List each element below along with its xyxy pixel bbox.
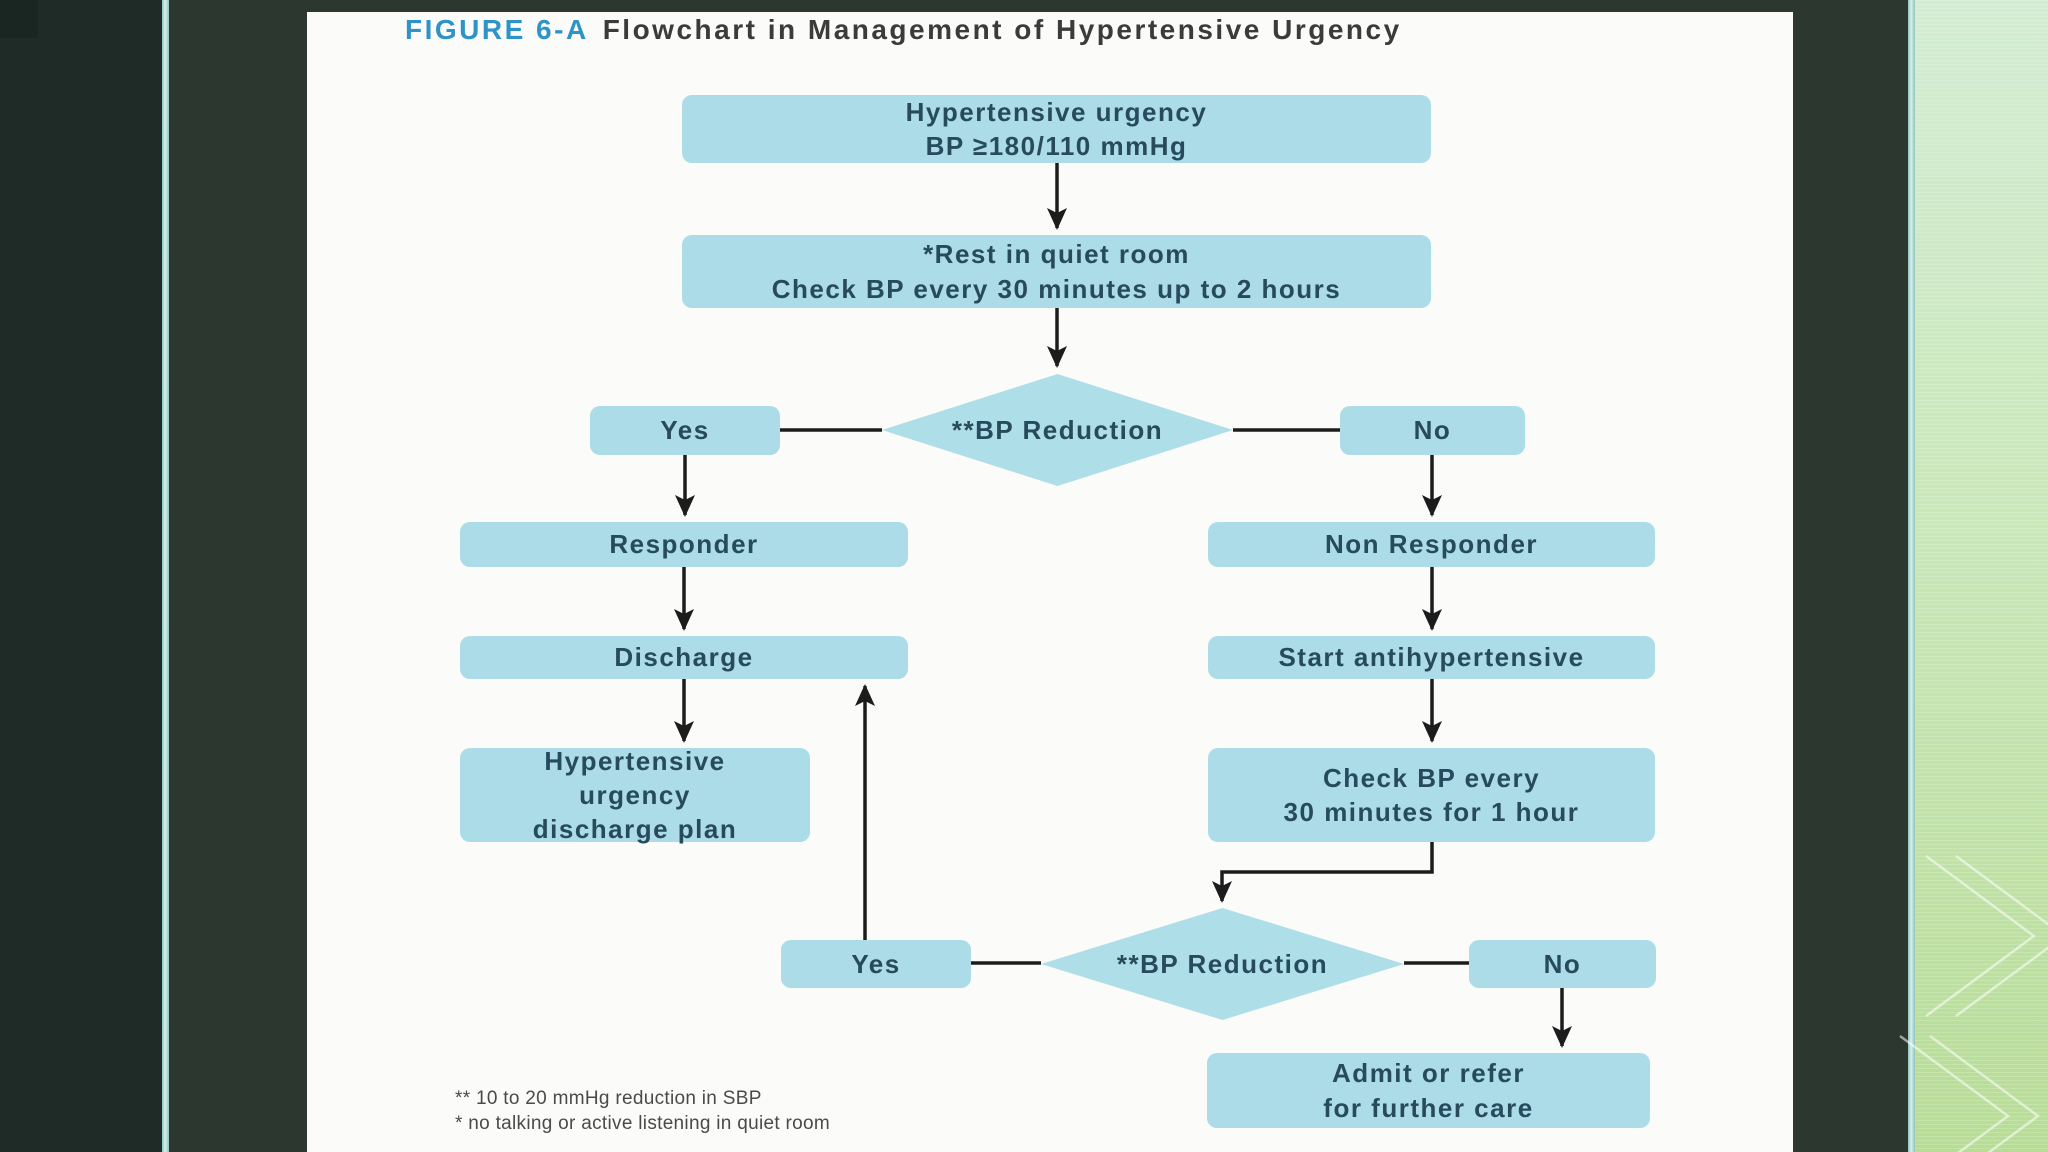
left-teal-divider [162, 0, 169, 1152]
connector-checkbp-decision2 [1212, 842, 1434, 903]
node-admit-or-refer: Admit or refer for further care [1207, 1053, 1650, 1128]
node-no-2: No [1469, 940, 1656, 988]
right-teal-divider [1908, 0, 1915, 1152]
chevron-decoration-icon [1925, 854, 2037, 1018]
footnotes: ** 10 to 20 mmHg reduction in SBP * no t… [455, 1086, 830, 1136]
node-discharge-plan: Hypertensive urgency discharge plan [460, 746, 810, 844]
node-yes-2: Yes [781, 940, 971, 988]
footnote-quiet-room: * no talking or active listening in quie… [455, 1113, 830, 1134]
chevron-decoration-icon [1899, 1034, 2011, 1152]
left-dark-band [0, 0, 162, 1152]
node-check-bp-1-hour: Check BP every 30 minutes for 1 hour [1208, 748, 1655, 842]
green-gradient-band [1915, 0, 2048, 1152]
node-discharge: Discharge [460, 636, 908, 679]
node-no-1: No [1340, 406, 1525, 455]
chevron-decoration-icon [1929, 1034, 2041, 1152]
node-non-responder: Non Responder [1208, 522, 1655, 567]
figure-label: FIGURE 6-A [405, 14, 589, 45]
figure-title-text: Flowchart in Management of Hypertensive … [602, 14, 1402, 45]
chevron-decoration-icon [1955, 854, 2048, 1018]
footnote-sbp-reduction: ** 10 to 20 mmHg reduction in SBP [455, 1088, 762, 1109]
right-dark-band [1793, 0, 1908, 1152]
figure-title: FIGURE 6-A Flowchart in Management of Hyp… [405, 14, 1402, 46]
node-yes-1: Yes [590, 406, 780, 455]
node-start-antihypertensive: Start antihypertensive [1208, 636, 1655, 679]
node-hypertensive-urgency: Hypertensive urgency BP ≥180/110 mmHg [682, 95, 1431, 163]
corner-square [0, 0, 38, 38]
node-rest-quiet-room: *Rest in quiet room Check BP every 30 mi… [682, 235, 1431, 308]
node-responder: Responder [460, 522, 908, 567]
